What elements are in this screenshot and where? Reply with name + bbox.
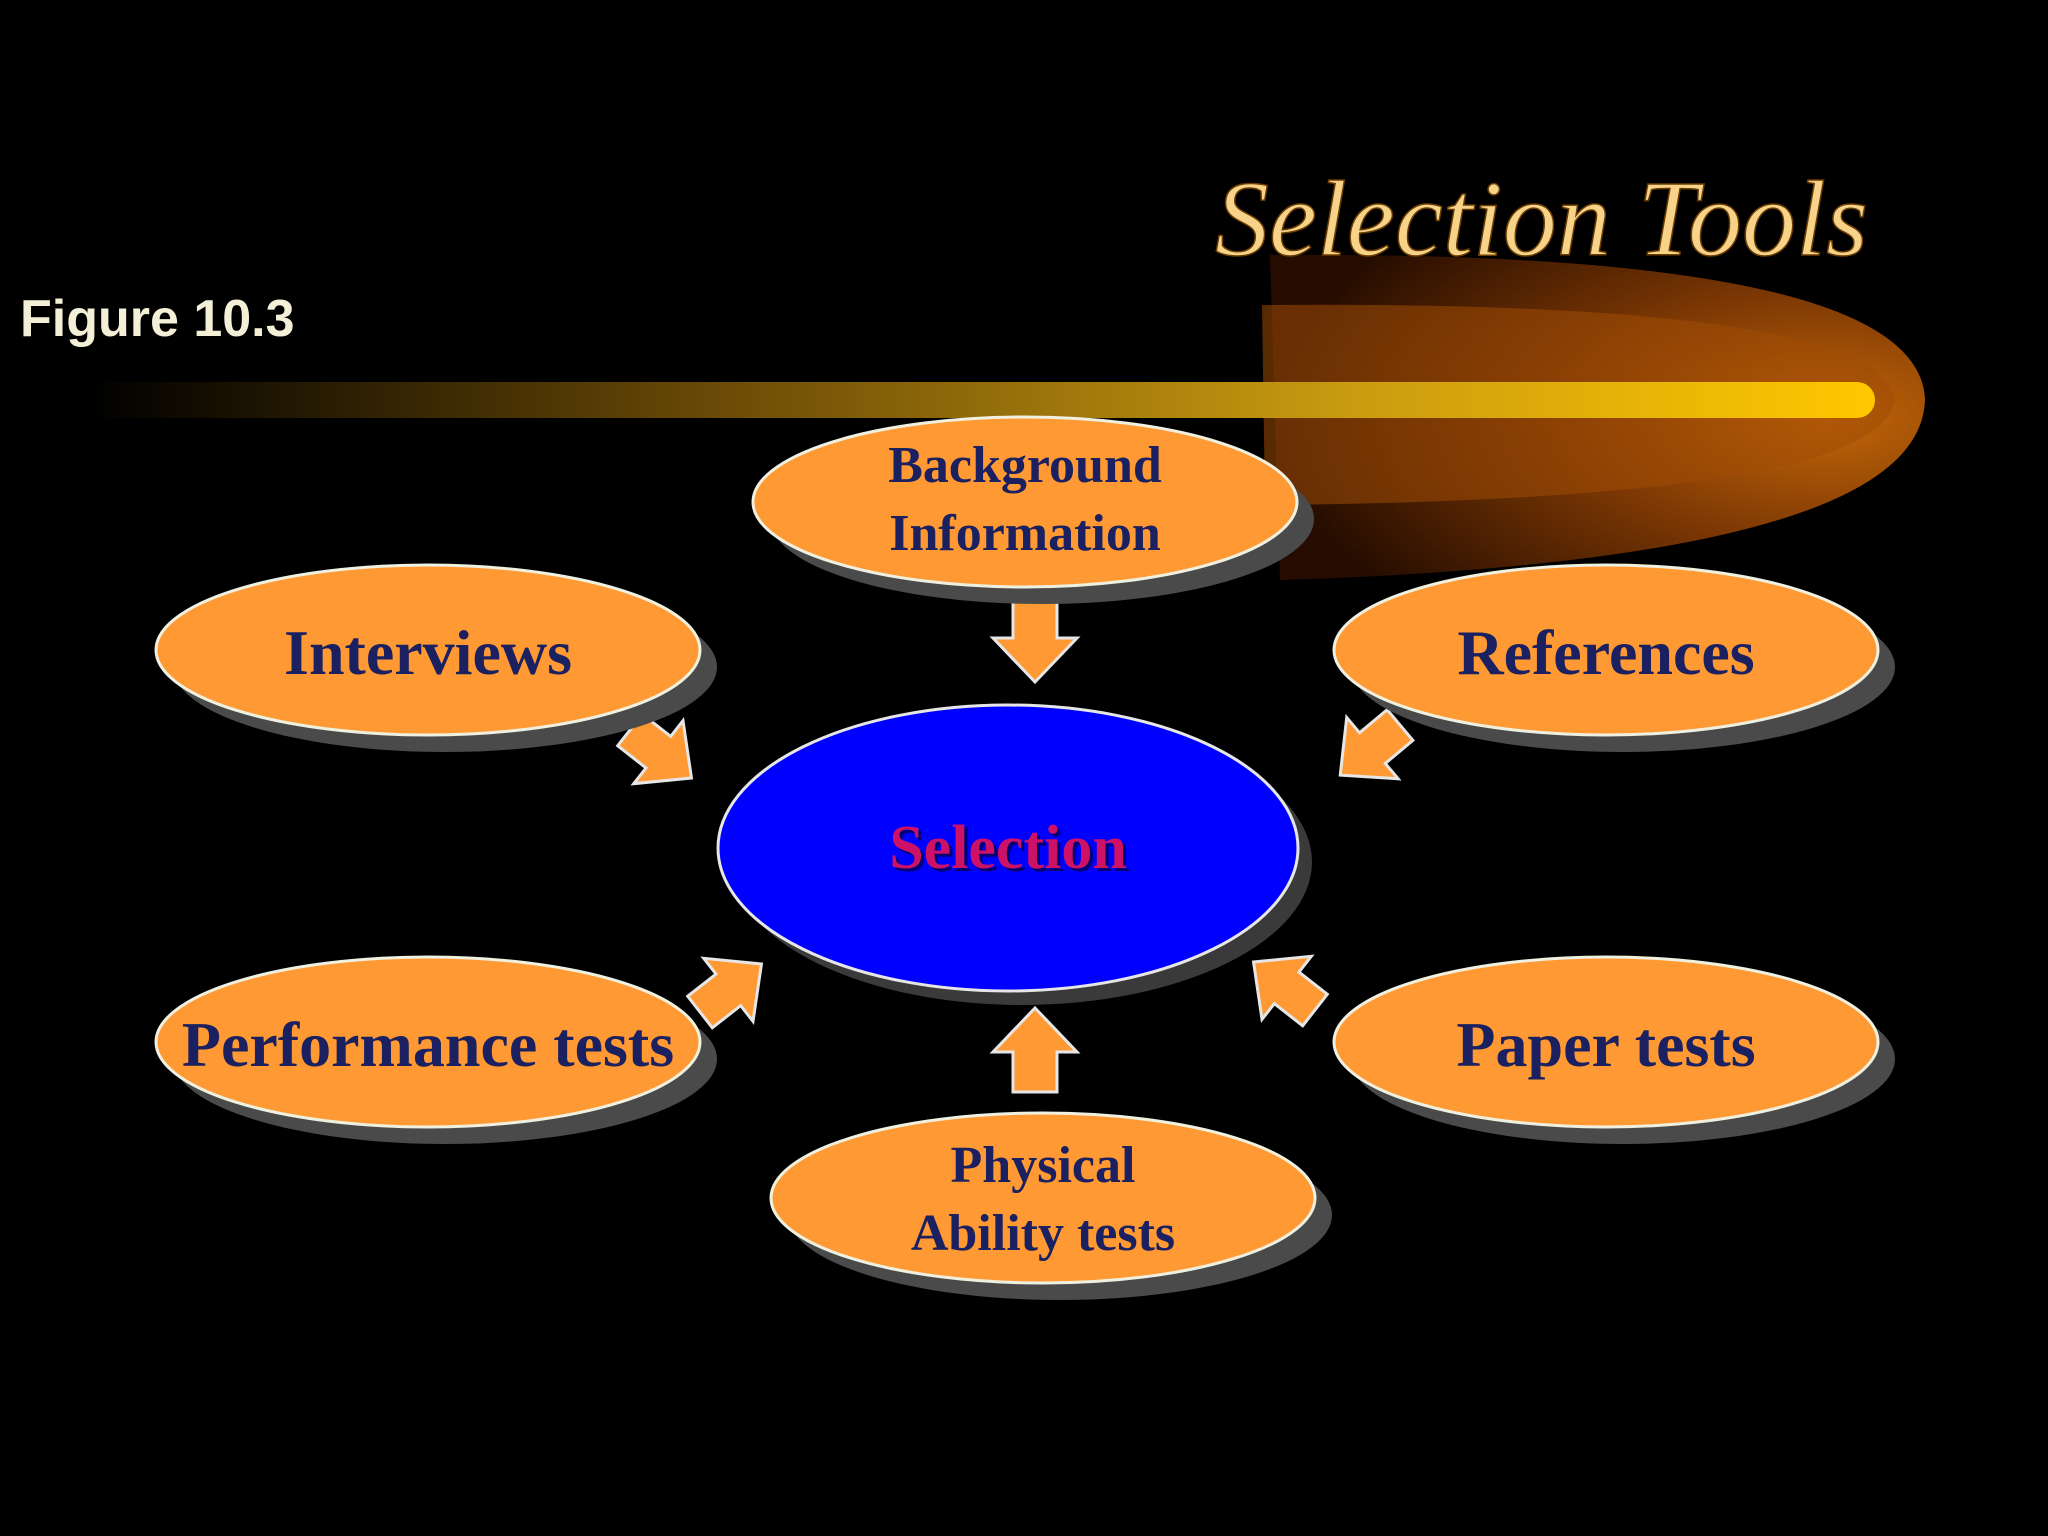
node-paper-tests: Paper tests [1332,955,1895,1144]
arrow-from-performance [685,956,764,1030]
node-label: Performance tests [182,1009,674,1080]
arrow-from-references [1338,707,1415,781]
node-interviews: Interviews [154,563,717,752]
node-background-information: Background Information [751,415,1314,604]
node-label-line1: Physical [951,1137,1136,1194]
arrow-up-from-physical [989,1005,1081,1094]
arrows [615,598,1415,1094]
accent-bar [90,382,1875,418]
arrow-down-from-background [989,598,1081,685]
node-label-line2: Ability tests [911,1205,1175,1262]
arrow-from-interviews [615,712,694,786]
node-performance-tests: Performance tests [154,955,717,1144]
arrow-from-paper [1251,954,1330,1028]
node-physical-ability-tests: Physical Ability tests [769,1111,1332,1300]
node-label-line2: Information [889,505,1161,562]
node-references: References [1332,563,1895,752]
node-label-line1: Background [888,437,1162,494]
center-node-label: Selection [892,817,1130,885]
figure-label: Figure 10.3 [20,290,295,348]
node-label: Interviews [284,617,572,688]
node-label: Paper tests [1456,1009,1755,1080]
center-node-selection: Selection Selection [716,703,1312,1005]
node-label: References [1457,617,1754,688]
slide-title: Selection Tools [1215,160,1868,279]
center-node-label: Selection [889,814,1127,882]
